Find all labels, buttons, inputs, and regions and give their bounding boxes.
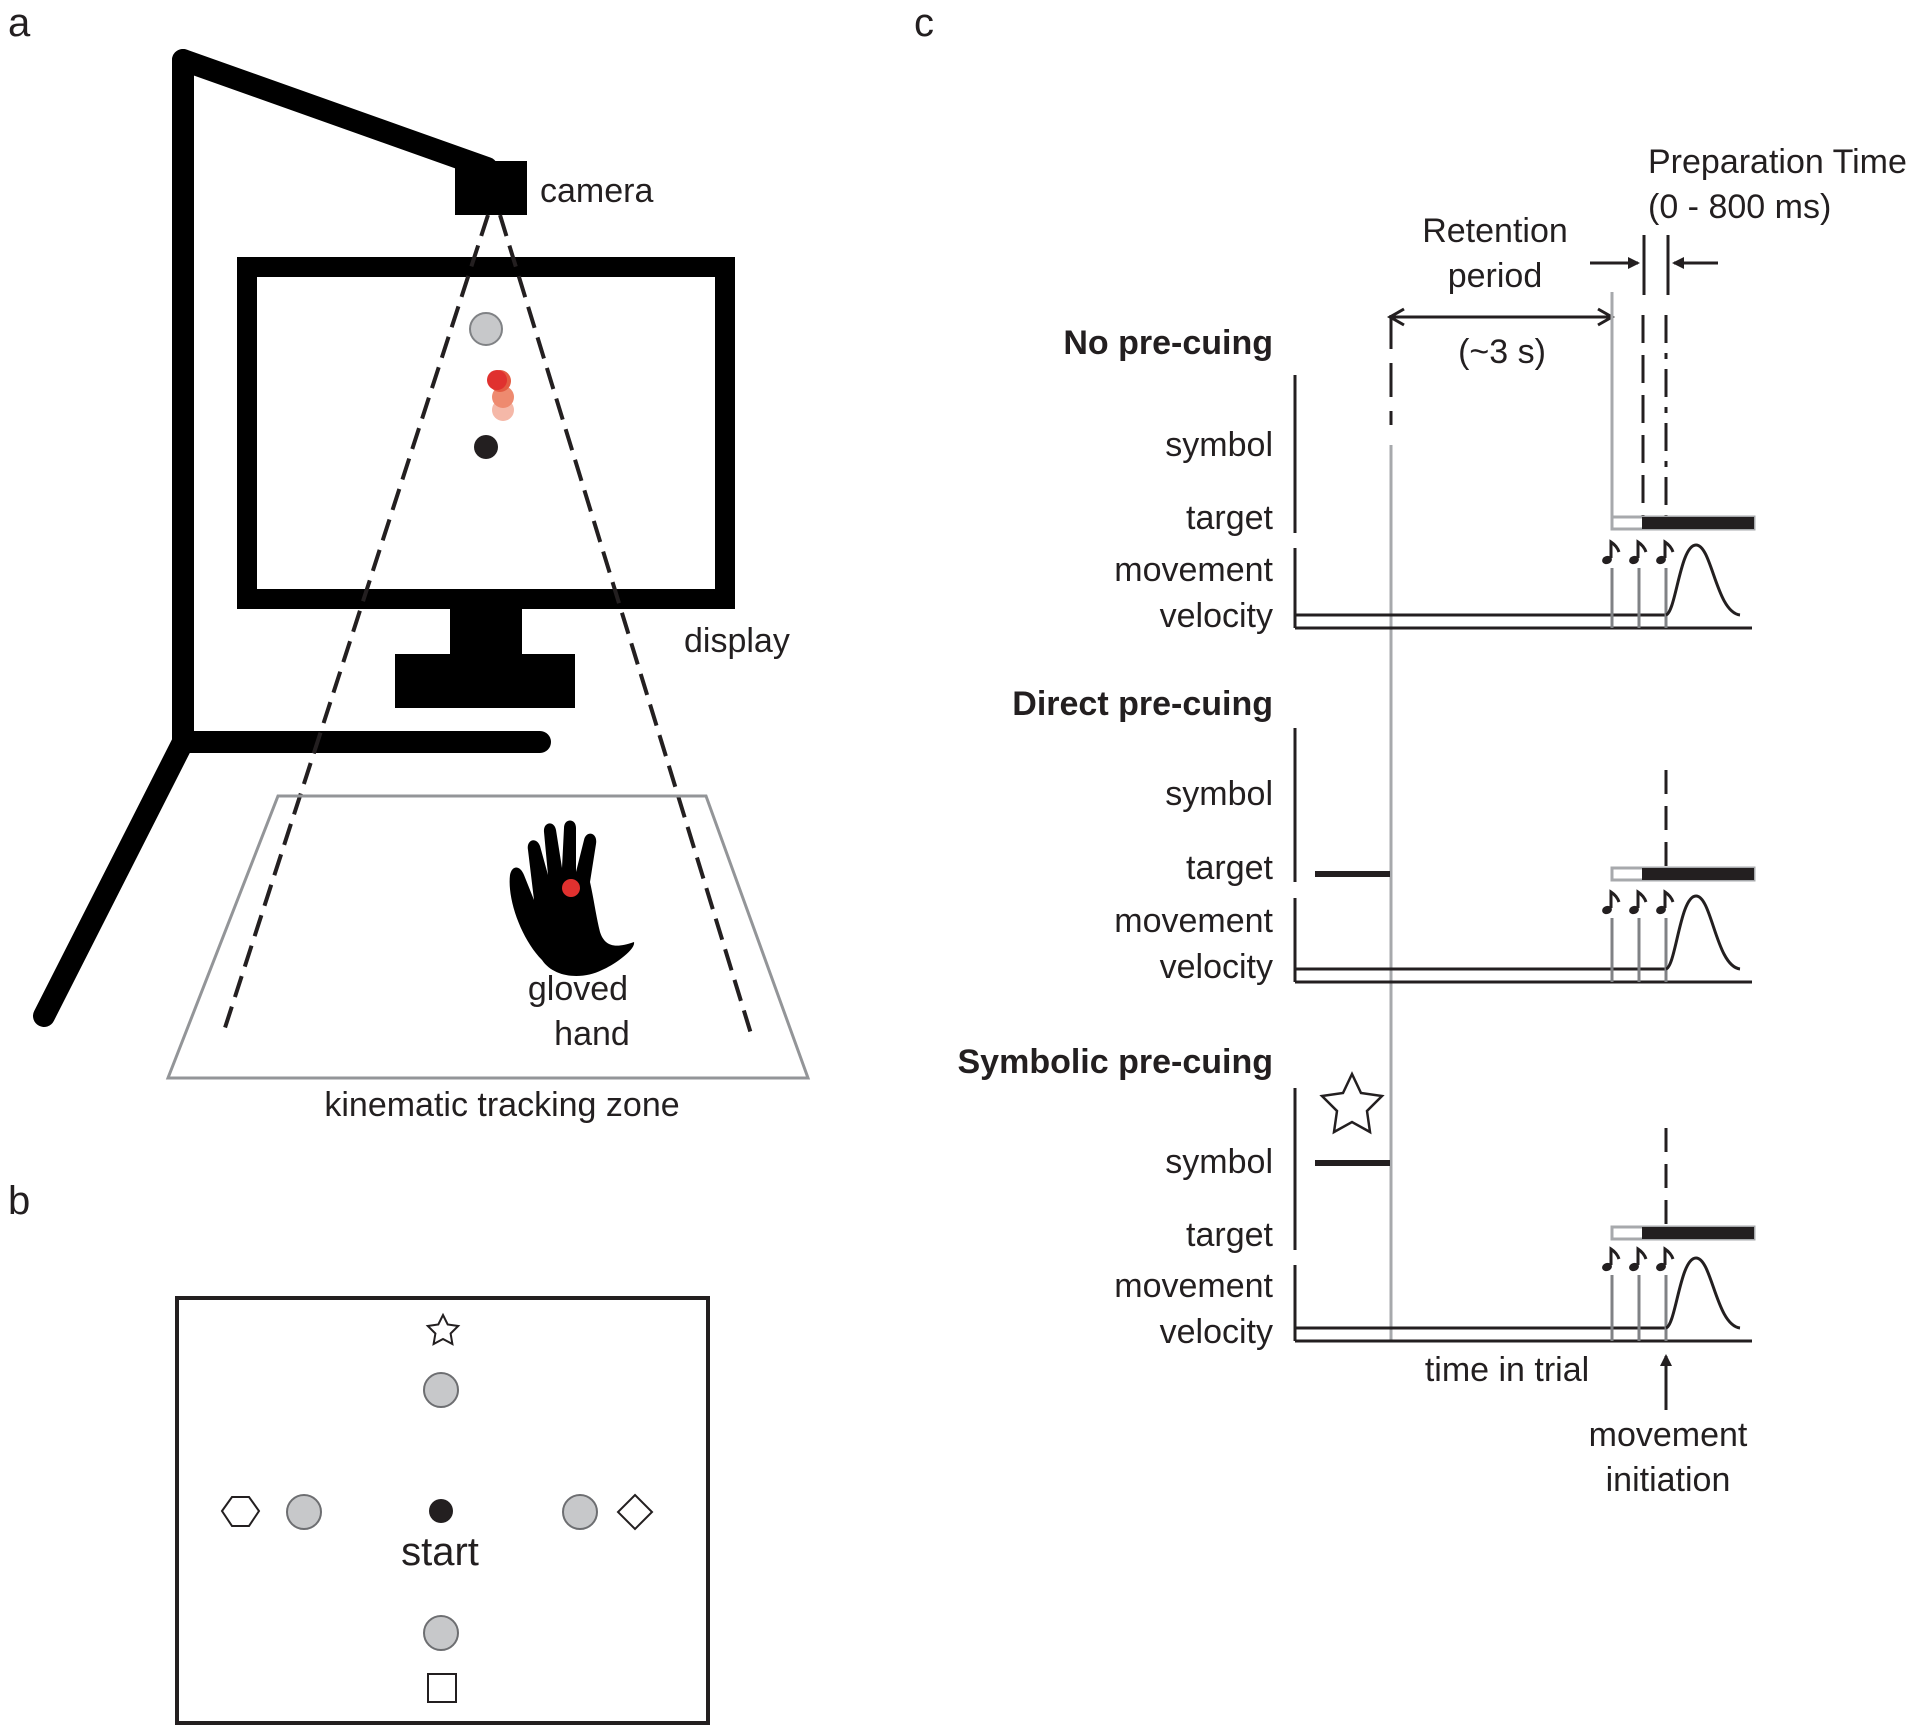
- prep-time-label-1: Preparation Time: [1648, 143, 1907, 181]
- retention-duration-label: (~3 s): [1458, 333, 1546, 371]
- row-movement-label: movement: [1114, 551, 1273, 589]
- prep-time-arrows: [1590, 235, 1718, 295]
- star-icon: [425, 1312, 461, 1346]
- row-symbol-label: symbol: [1165, 426, 1273, 464]
- music-note-icon: [1626, 1247, 1648, 1274]
- camera-icon: [455, 161, 527, 215]
- retention-label-1: Retention: [1422, 212, 1568, 250]
- kinematic-tracking-zone: [165, 794, 811, 1080]
- screen-target-dot: [469, 312, 503, 346]
- gloved-hand-label-2: hand: [554, 1015, 630, 1053]
- row-target-label: target: [1186, 499, 1273, 537]
- gloved-hand-icon: [509, 820, 635, 976]
- music-note-icon: [1626, 890, 1648, 917]
- cursor-trail: [487, 370, 514, 421]
- row-velocity-label: velocity: [1160, 1313, 1273, 1351]
- star-icon: [1319, 1071, 1385, 1135]
- x-axis-label: time in trial: [1425, 1351, 1589, 1389]
- camera-field-of-view: [220, 214, 754, 1038]
- row-target-label: target: [1186, 1216, 1273, 1254]
- music-note-icon: [1653, 1247, 1675, 1274]
- retention-arrow: [1386, 307, 1616, 327]
- start-label: start: [401, 1530, 479, 1574]
- retention-label-2: period: [1448, 257, 1543, 295]
- tracking-zone-label: kinematic tracking zone: [324, 1086, 679, 1124]
- condition-no-precuing: No pre-cuing symbol target movement velo…: [1063, 292, 1756, 635]
- music-note-icon: [1626, 540, 1648, 567]
- panel-b-label: b: [8, 1179, 30, 1223]
- panel-c-label: c: [914, 1, 934, 45]
- condition-title: No pre-cuing: [1063, 324, 1273, 362]
- display-monitor: [237, 257, 735, 708]
- row-target-label: target: [1186, 849, 1273, 887]
- screen-start-dot: [474, 435, 498, 459]
- music-note-icon: [1653, 890, 1675, 917]
- hexagon-icon: [220, 1496, 261, 1527]
- workspace-frame: [175, 1296, 710, 1725]
- target-dot-bottom: [423, 1615, 459, 1651]
- row-movement-label: movement: [1114, 1267, 1273, 1305]
- condition-title: Symbolic pre-cuing: [958, 1043, 1274, 1081]
- panel-b: b start: [8, 1179, 710, 1725]
- gloved-hand-label-1: gloved: [528, 970, 628, 1008]
- row-symbol-label: symbol: [1165, 775, 1273, 813]
- prep-time-label-2: (0 - 800 ms): [1648, 188, 1831, 226]
- square-icon: [427, 1673, 457, 1703]
- display-label: display: [684, 622, 790, 660]
- movement-initiation-label-2: initiation: [1606, 1461, 1731, 1499]
- target-dot-top: [423, 1372, 459, 1408]
- condition-symbolic-precuing: Symbolic pre-cuing symbol target movemen…: [958, 1043, 1756, 1351]
- row-velocity-label: velocity: [1160, 948, 1273, 986]
- panel-a: a camera display: [8, 1, 811, 1124]
- movement-initiation-label-1: movement: [1589, 1416, 1748, 1454]
- condition-title: Direct pre-cuing: [1012, 685, 1273, 723]
- target-dot-left: [286, 1494, 322, 1530]
- row-symbol-label: symbol: [1165, 1143, 1273, 1181]
- music-note-icon: [1599, 540, 1621, 567]
- panel-a-label: a: [8, 1, 31, 45]
- music-note-icon: [1599, 890, 1621, 917]
- music-note-icon: [1653, 540, 1675, 567]
- target-dots: [286, 1372, 598, 1651]
- panel-c: c Preparation Time (0 - 800 ms) Retentio…: [914, 1, 1907, 1499]
- camera-label: camera: [540, 172, 653, 210]
- diamond-icon: [616, 1493, 654, 1531]
- row-movement-label: movement: [1114, 902, 1273, 940]
- music-note-icon: [1599, 1247, 1621, 1274]
- start-dot: [429, 1499, 453, 1523]
- row-velocity-label: velocity: [1160, 597, 1273, 635]
- target-dot-right: [562, 1494, 598, 1530]
- condition-direct-precuing: Direct pre-cuing symbol target movement …: [1012, 685, 1756, 986]
- camera-stand: [33, 49, 551, 1027]
